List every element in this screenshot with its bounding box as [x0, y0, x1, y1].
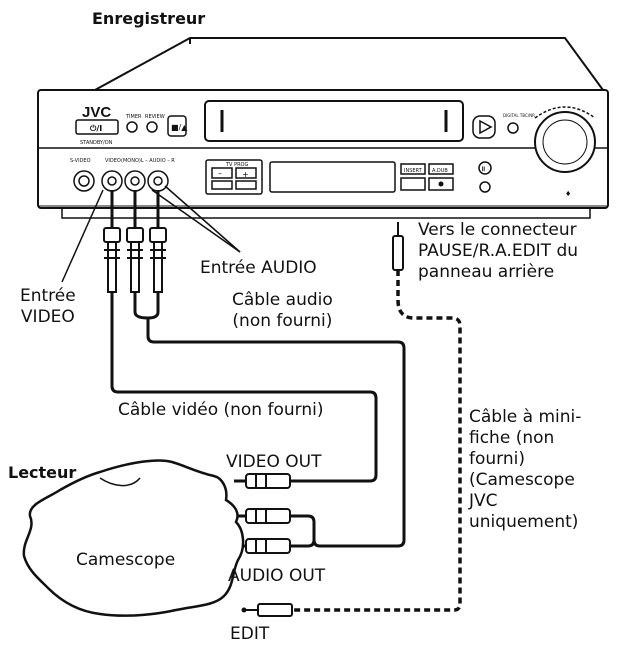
camcorder-label: Camescope [76, 550, 176, 570]
player-heading: Lecteur [8, 463, 77, 482]
video-out-label: VIDEO OUT [226, 452, 322, 472]
eject-button [167, 115, 187, 137]
camcorder-outline [22, 459, 245, 617]
display-window [269, 161, 396, 193]
review-label: REVIEW [145, 114, 165, 120]
camcorder-plugs [234, 473, 291, 554]
play-button [472, 115, 496, 139]
tv-prog-cluster [205, 159, 454, 195]
tv-prog-label: TV PROG [225, 162, 248, 168]
timer-label: TIMER [125, 114, 142, 120]
audio-out-label: AUDIO OUT [228, 566, 326, 586]
standby-label: STANDBY/ON [80, 140, 113, 146]
review-button-icon [146, 121, 158, 133]
svg-text:॥: ॥ [481, 165, 485, 173]
jog-dial [534, 106, 596, 173]
video-cable-label: Câble vidéo (non fourni) [118, 400, 324, 420]
svg-text:–: – [218, 169, 222, 178]
audio-cable [130, 190, 406, 548]
jvc-logo: JVC [82, 104, 111, 121]
recorder-heading: Enregistreur [92, 9, 206, 28]
standby-button [75, 119, 119, 135]
video-input-pointer [61, 189, 104, 283]
audio-input-pointers [151, 185, 241, 253]
cassette-slot [204, 100, 464, 142]
timer-button-icon [126, 121, 138, 133]
minijack-cable [241, 222, 462, 617]
svg-text:♦: ♦ [565, 190, 571, 198]
insert-label: INSERT [404, 168, 423, 174]
play-icon [479, 119, 493, 135]
pause-jack [478, 161, 492, 175]
audio-cable-label: Câble audio (non fourni) [232, 290, 333, 331]
adub-label: A.DUB [432, 168, 448, 174]
svideo-label: S-VIDEO [70, 158, 91, 164]
audio-input-label: Entrée AUDIO [200, 258, 317, 278]
connector-note: Vers le connecteur PAUSE/R.A.EDIT du pan… [418, 220, 579, 282]
svg-text:⏻/I: ⏻/I [90, 124, 102, 133]
minijack-cable-label: Câble à mini- fiche (non fourni) (Camesc… [469, 407, 582, 532]
digital-label: DIGITAL TBC/NR [503, 113, 535, 118]
video-input-label: Entrée VIDEO [20, 286, 76, 327]
svg-text:+: + [242, 170, 249, 179]
vcr-top-panel [94, 37, 604, 91]
video-jack-label: VIDEO [105, 158, 121, 164]
audio-jack-label: (MONO)L – AUDIO – R [121, 158, 175, 164]
digital-button-icon [507, 122, 519, 134]
svg-text:■/▲: ■/▲ [171, 123, 188, 132]
edit-label: EDIT [230, 624, 270, 644]
